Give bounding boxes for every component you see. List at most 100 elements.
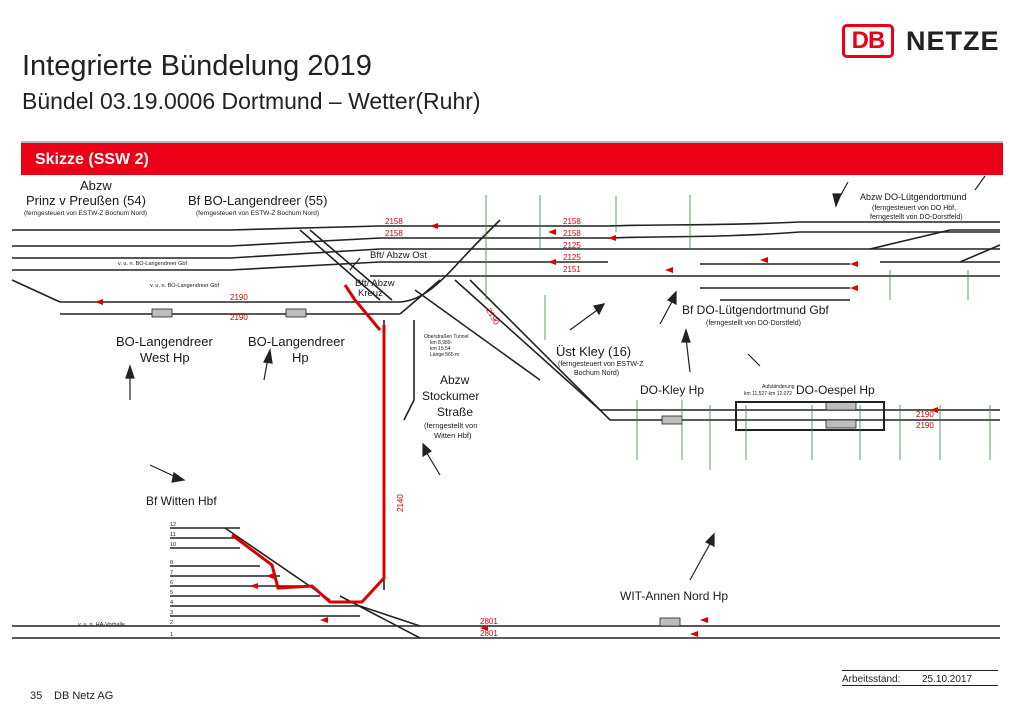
km-markers (485, 195, 991, 470)
track-label-2158c: 2158 (563, 217, 581, 226)
label-abzw-prinz-line1: Abzw (80, 178, 112, 193)
track-east-1 (607, 221, 1000, 227)
svg-text:10: 10 (170, 542, 176, 548)
track-label-2190d: 2190 (916, 421, 934, 430)
track-label-2140: 2140 (396, 494, 405, 512)
label-abzw-luetgendortmund: Abzw DO-Lütgendortmund (860, 192, 967, 202)
label-uest-kley: Üst Kley (16) (556, 344, 631, 359)
platform-west-hp (151, 308, 173, 318)
label-abzw-stockum-2: Stockumer (422, 389, 479, 403)
label-vun-langendreer-gbf2: v. u. n. BO-Langendreer Gbf (150, 283, 219, 289)
stand-label: Arbeitsstand: (842, 674, 901, 685)
label-langendreer-sub: (ferngesteuert von ESTW-Z Bochum Nord) (196, 210, 319, 217)
track-link-4 (229, 261, 381, 271)
stand-line-bottom (842, 685, 998, 686)
track-label-2151: 2151 (563, 265, 581, 274)
svg-text:6: 6 (170, 580, 173, 586)
db-logo-icon: DB (842, 24, 894, 58)
label-bft-kreuz-line2: Kreuz (358, 288, 383, 299)
label-aufstaenderung-1: Aufständerung (762, 384, 795, 390)
track-2190-up2 (399, 279, 441, 315)
label-aufstaenderung-2: km 11,527-km 12,072 (744, 391, 792, 397)
label-abzw-stockum-3: Straße (437, 405, 473, 419)
label-stockum-sub: (ferngestellt von Witten Hbf) (424, 421, 479, 440)
track-label-2190a: 2190 (230, 293, 248, 302)
svg-text:11: 11 (170, 532, 176, 538)
label-stockum-sub-1: (ferngestellt von (424, 421, 477, 430)
label-langendreer-hp: BO-Langendreer Hp (248, 334, 348, 365)
svg-text:5: 5 (170, 590, 173, 596)
label-bf-luetgendortmund: Bf DO-Lütgendortmund Gbf (682, 303, 829, 317)
platform-kley-hp (661, 415, 683, 425)
label-luetgendortmund-gbf-sub: (ferngestellt von DO-Dorstfeld) (706, 320, 801, 327)
label-stockum-sub-2: Witten Hbf) (434, 431, 472, 440)
track-kley-branch (414, 289, 541, 381)
label-tunnel-note-2: km 8,989- (430, 340, 453, 346)
banner-label: Skizze (SSW 2) (35, 151, 149, 168)
label-tunnel-note-3: km 15,54 (430, 346, 451, 352)
label-wit-annen: WIT-Annen Nord Hp (620, 589, 728, 603)
track-label-2190c: 2190 (916, 410, 934, 419)
track-label-2125: 2125 (563, 241, 581, 250)
platform-langendreer-hp (285, 308, 307, 318)
track-link-1 (229, 225, 381, 231)
track-kley-2 (469, 279, 1000, 421)
label-kley-sub-1: (ferngesteuert von ESTW-Z (558, 361, 644, 368)
svg-text:7: 7 (170, 570, 173, 576)
track-2190-curve (11, 279, 61, 303)
highlighted-route (231, 284, 386, 604)
aufstaenderung-box (735, 401, 885, 431)
label-bft-ost: Bft/ Abzw Ost (370, 250, 427, 261)
track-link-2 (229, 237, 381, 247)
label-tunnel-note-1: Oberstraßen Tunnel (424, 334, 468, 340)
label-oespel-hp: DO-Oespel Hp (796, 383, 875, 397)
footer-org: DB Netz AG (54, 690, 114, 702)
track-label-2158a: 2158 (385, 217, 403, 226)
platform-oespel-1 (825, 401, 857, 411)
track-east-2 (607, 231, 1000, 239)
label-kley-sub: (ferngesteuert von ESTW-Z Bochum Nord) (558, 361, 645, 377)
label-langendreer-hp-1: BO-Langendreer (248, 334, 346, 349)
platforms (151, 308, 857, 627)
svg-text:3: 3 (170, 610, 173, 616)
svg-text:12: 12 (170, 522, 176, 528)
pointer-arrows (125, 175, 986, 581)
route-kreuz-ramp (343, 284, 382, 331)
label-vun-langendreer-gbf: v. u. n. BO-Langendreer Gbf (118, 261, 187, 267)
page-subtitle: Bündel 03.19.0006 Dortmund – Wetter(Ruhr… (22, 88, 481, 114)
label-langendreer-hp-2: Hp (292, 350, 309, 365)
label-aufstaenderung: Aufständerung km 11,527-km 12,072 (744, 384, 796, 397)
page-title: Integrierte Bündelung 2019 (22, 50, 372, 82)
label-west-hp-2: West Hp (140, 350, 190, 365)
logo-netze-text: NETZE (906, 25, 1000, 56)
label-kley-sub-2: Bochum Nord) (574, 370, 619, 377)
label-bf-langendreer: Bf BO-Langendreer (55) (188, 193, 327, 208)
track-kreuz-2 (309, 229, 393, 301)
label-bft-kreuz-line1: Bft/ Abzw (355, 278, 395, 289)
label-abzw-stockum: Abzw Stockumer Straße (422, 373, 483, 419)
label-abzw-prinz-line2: Prinz v Preußen (54) (26, 193, 146, 208)
label-west-hp: BO-Langendreer West Hp (116, 334, 216, 365)
track-lines (11, 219, 1001, 639)
page-number: 35 (30, 690, 43, 702)
stand-line-top (842, 670, 998, 671)
track-kreuz-1 (299, 229, 381, 301)
label-tunnel-note: Oberstraßen Tunnel km 8,989- km 15,54 Lä… (424, 334, 470, 358)
track-label-2190b: 2190 (230, 313, 248, 322)
svg-text:4: 4 (170, 600, 173, 606)
stand-date: 25.10.2017 (922, 674, 973, 685)
track-witten-join (403, 399, 415, 421)
svg-text:1: 1 (170, 632, 173, 638)
track-label-2801a: 2801 (480, 617, 498, 626)
track-label-2801b: 2801 (480, 629, 498, 638)
track-label-2125b: 2125 (563, 253, 581, 262)
label-abzw-prinz: Abzw Prinz v Preußen (54) (26, 178, 146, 208)
section-banner: Skizze (SSW 2) (21, 141, 1003, 175)
label-luetgendortmund-sub: (ferngesteuert von DO Hbf, ferngestellt … (870, 205, 963, 221)
label-tunnel-note-4: Länge 565 m (430, 352, 459, 358)
track-label-2158d: 2158 (563, 229, 581, 238)
track-label-2158b: 2158 (385, 229, 403, 238)
platform-annen (659, 617, 681, 627)
